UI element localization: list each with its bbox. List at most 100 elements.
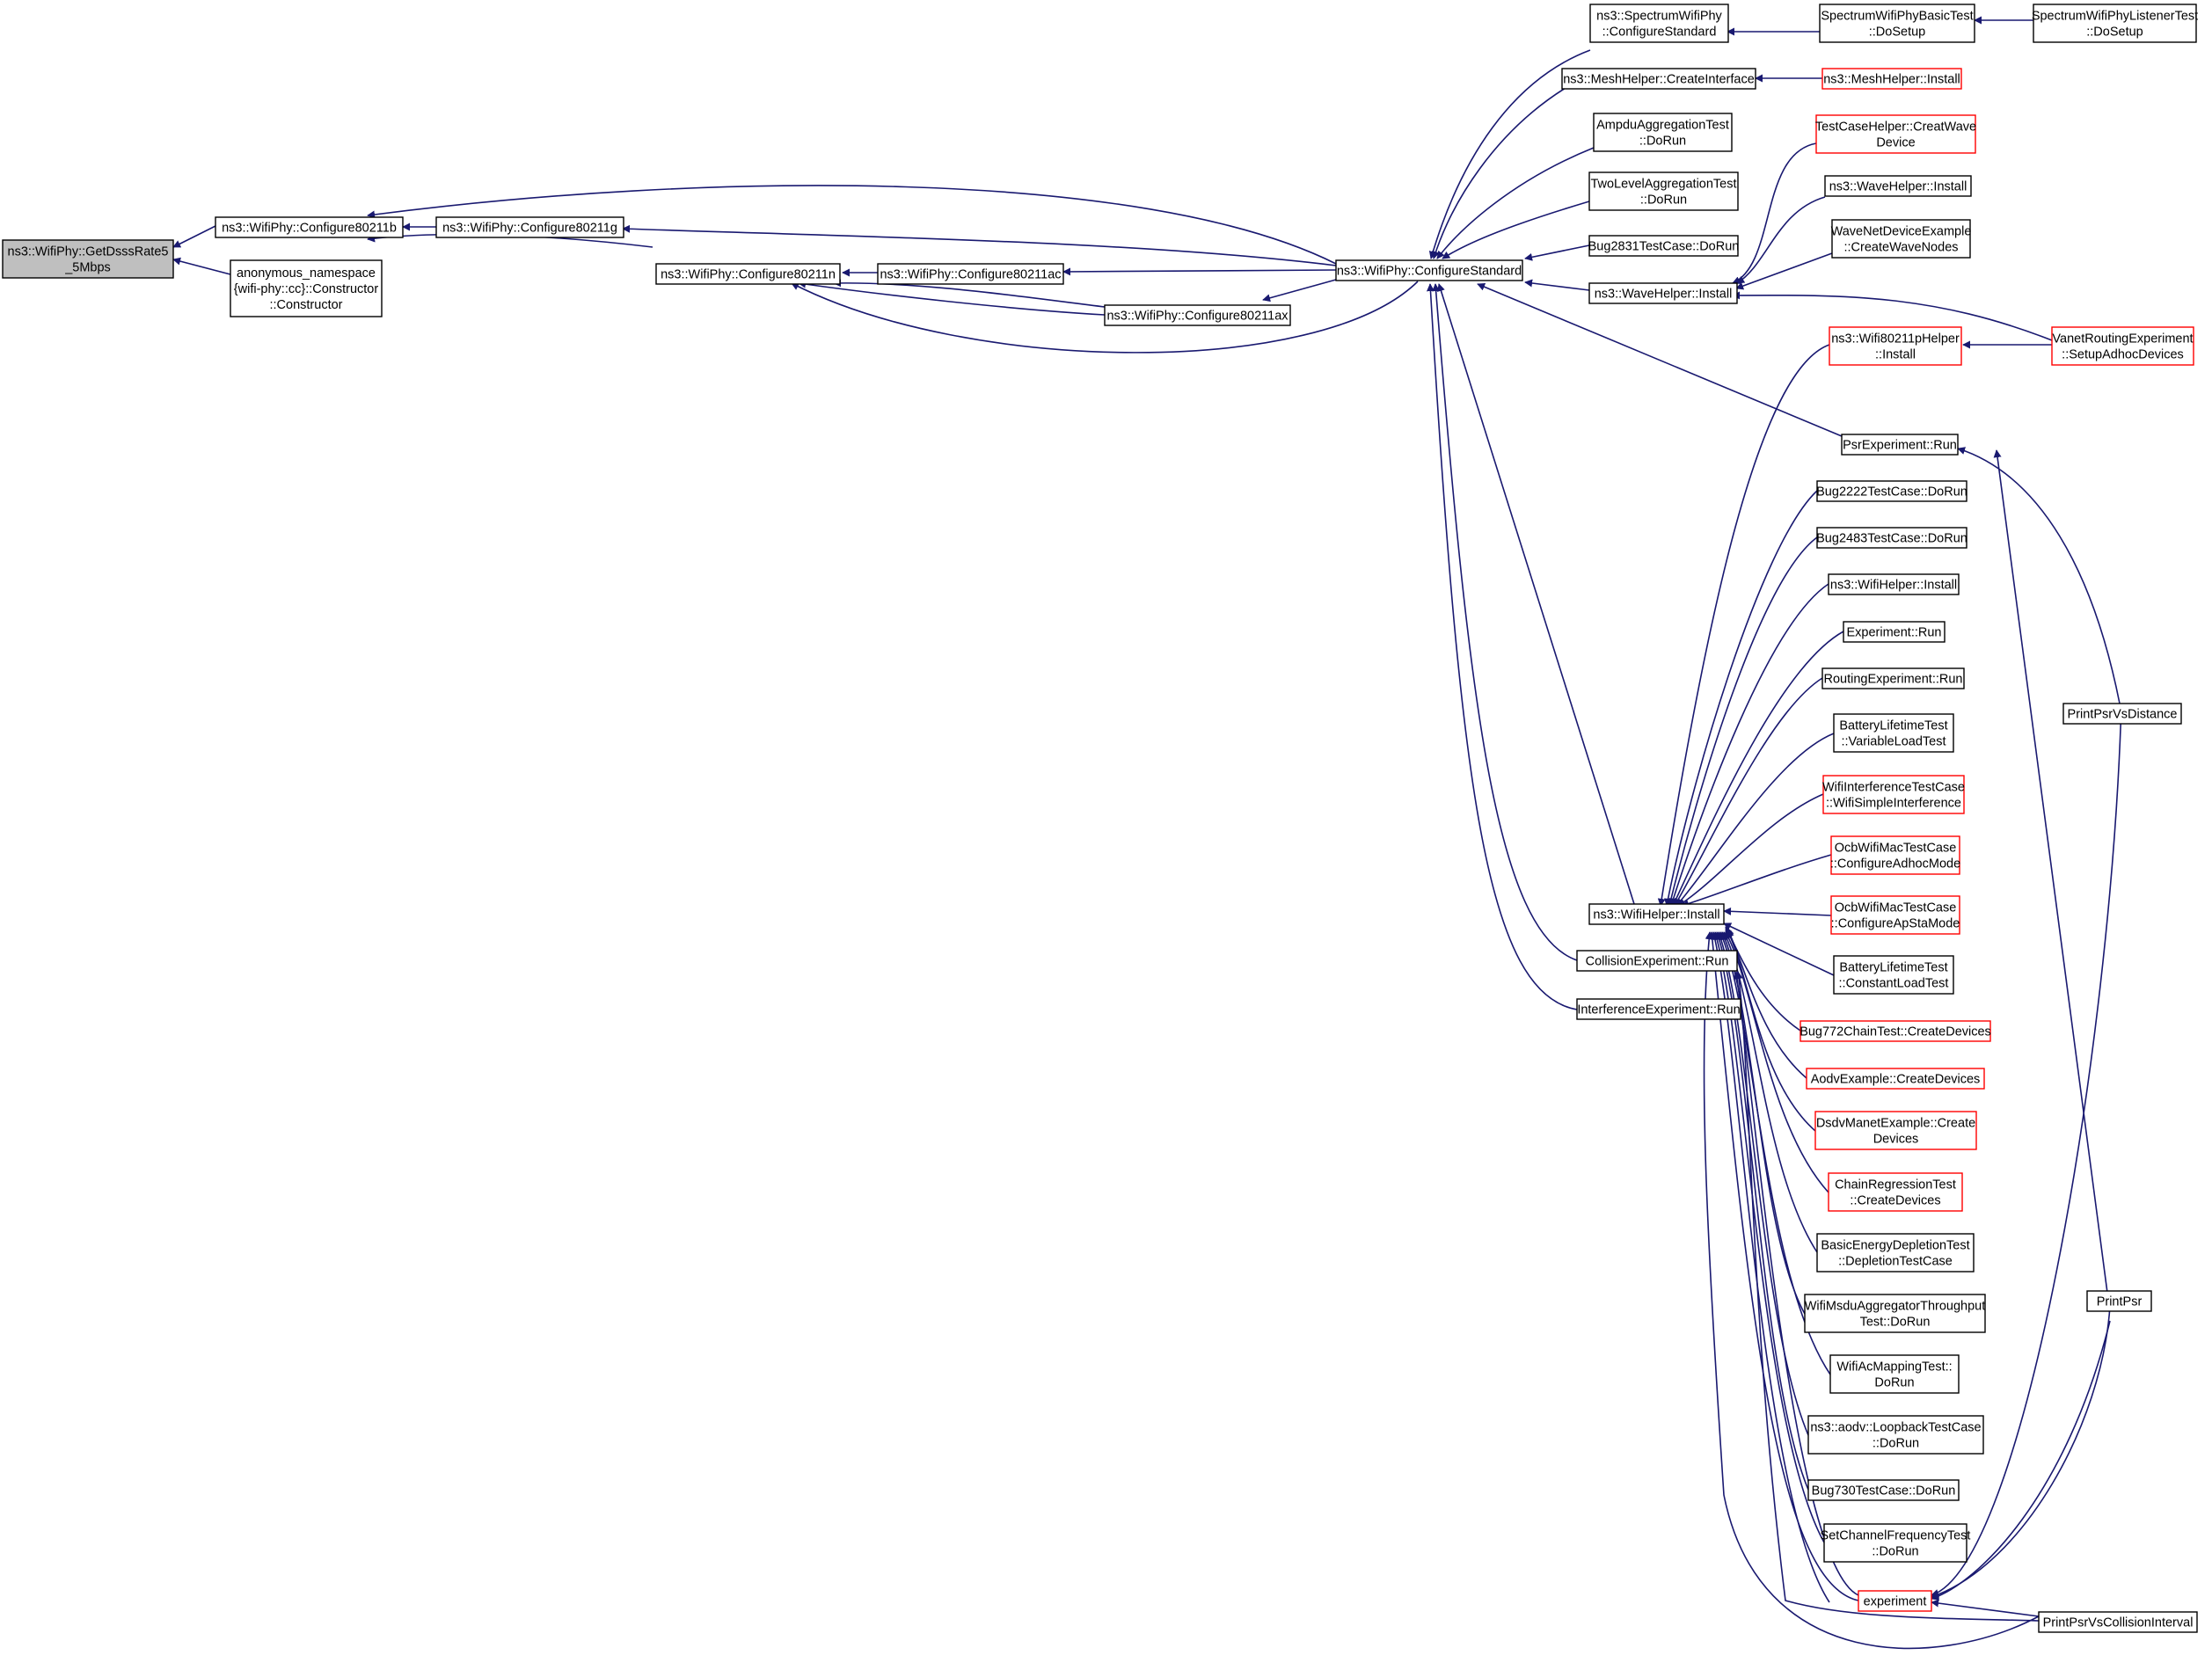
node-box (1593, 113, 1733, 152)
node-label: OcbWifiMacTestCase (1835, 842, 1957, 856)
graph-node[interactable]: BatteryLifetimeTest::ConstantLoadTest (1833, 955, 1954, 995)
graph-node[interactable]: WifiInterferenceTestCase::WifiSimpleInte… (1822, 775, 1965, 814)
graph-node[interactable]: Experiment::Run (1843, 621, 1946, 643)
graph-node[interactable]: AodvExample::CreateDevices (1806, 1068, 1985, 1090)
graph-node[interactable]: ns3::WifiPhy::Configure80211n (655, 263, 841, 285)
graph-node[interactable]: ns3::WifiPhy::Configure80211ax (1104, 304, 1291, 326)
node-box (1822, 775, 1965, 814)
node-box (1843, 621, 1946, 643)
node-box (1104, 304, 1291, 326)
node-label: DsdvManetExample::Create (1816, 1117, 1975, 1131)
graph-node[interactable]: TwoLevelAggregationTest::DoRun (1588, 171, 1739, 211)
node-box (1821, 667, 1965, 689)
graph-node[interactable]: PrintPsrVsCollisionInterval (2038, 1611, 2198, 1633)
node-label: ns3::WifiPhy::Configure80211b (222, 222, 397, 236)
node-label: WifiMsduAggregatorThroughput (1805, 1300, 1986, 1314)
graph-node[interactable]: AmpduAggregationTest::DoRun (1593, 113, 1733, 152)
edge (172, 257, 231, 275)
graph-node[interactable]: ns3::WifiHelper::Install (1828, 573, 1960, 595)
edge (1931, 1599, 2040, 1617)
graph-node[interactable]: experiment (1858, 1590, 1932, 1612)
edge (798, 280, 1106, 316)
edge (367, 185, 1337, 265)
edge (1736, 196, 1826, 284)
graph-node[interactable]: WifiAcMappingTest::DoRun (1829, 1354, 1960, 1394)
node-box (1819, 4, 1975, 43)
graph-node[interactable]: Bug730TestCase::DoRun (1807, 1479, 1960, 1501)
graph-node[interactable]: ns3::WifiPhy::ConfigureStandard (1335, 259, 1523, 281)
graph-node[interactable]: ns3::WifiHelper::Install (1588, 903, 1725, 925)
graph-node[interactable]: Bug2222TestCase::DoRun (1816, 480, 1967, 502)
node-box (1831, 219, 1971, 259)
node-label: Device (1876, 136, 1915, 150)
node-label: ::DoRun (1640, 193, 1687, 208)
edge (1524, 244, 1590, 261)
graph-node[interactable]: anonymous_namespace{wifi-phy::cc}::Const… (230, 259, 383, 317)
graph-node[interactable]: SetChannelFrequencyTest::DoRun (1821, 1523, 1971, 1563)
graph-node[interactable]: DsdvManetExample::CreateDevices (1814, 1111, 1977, 1150)
node-label: ::DoSetup (2086, 26, 2143, 40)
graph-node[interactable]: BasicEnergyDepletionTest::DepletionTestC… (1816, 1233, 1975, 1273)
edge (1677, 793, 1824, 907)
node-box (1800, 1020, 1991, 1042)
graph-node[interactable]: ns3::SpectrumWifiPhy::ConfigureStandard (1589, 4, 1729, 43)
node-label: ::DoSetup (1869, 26, 1926, 40)
edge (1477, 282, 1843, 437)
node-label: SpectrumWifiPhyBasicTest (1821, 10, 1973, 24)
node-box (1830, 895, 1960, 935)
node-label: ::CreateWaveNodes (1843, 241, 1958, 255)
graph-node[interactable]: ns3::WifiPhy::Configure80211ac (877, 263, 1064, 285)
node-label: ::ConfigureAdhocMode (1830, 857, 1960, 871)
node-box (1335, 259, 1523, 281)
node-box (1588, 903, 1725, 925)
graph-node[interactable]: ns3::MeshHelper::Install (1821, 68, 1962, 90)
graph-node[interactable]: OcbWifiMacTestCase::ConfigureAdhocMode (1830, 835, 1960, 875)
graph-node[interactable]: Bug772ChainTest::CreateDevices (1800, 1020, 1991, 1042)
graph-node[interactable]: BatteryLifetimeTest::VariableLoadTest (1833, 713, 1954, 753)
node-label: ns3::WifiPhy::GetDsssRate5 (8, 245, 169, 259)
edge (1957, 447, 2121, 704)
graph-node[interactable]: RoutingExperiment::Run (1821, 667, 1965, 689)
graph-node[interactable]: SpectrumWifiPhyListenerTest::DoSetup (2032, 4, 2198, 43)
call-graph-nodes: ns3::WifiPhy::GetDsssRate5_5Mbpsns3::Wif… (2, 4, 2198, 1633)
graph-node[interactable]: ns3::MeshHelper::CreateInterface (1561, 68, 1756, 90)
graph-node[interactable]: ns3::WifiPhy::Configure80211b (215, 216, 404, 238)
graph-node[interactable]: Bug2483TestCase::DoRun (1816, 527, 1967, 549)
node-label: ::DoRun (1872, 1545, 1918, 1559)
node-label: Experiment::Run (1847, 626, 1942, 640)
graph-node[interactable]: OcbWifiMacTestCase::ConfigureApStaMode (1830, 895, 1960, 935)
graph-node[interactable]: PrintPsr (2086, 1290, 2152, 1312)
graph-node[interactable]: VanetRoutingExperiment::SetupAdhocDevice… (2051, 326, 2194, 366)
graph-node[interactable]: ns3::aodv::LoopbackTestCase::DoRun (1807, 1415, 1984, 1455)
node-label: BatteryLifetimeTest (1839, 719, 1947, 733)
node-box (1814, 1111, 1977, 1150)
graph-node[interactable]: ns3::WifiPhy::Configure80211g (435, 216, 624, 238)
node-box (1823, 1523, 1967, 1563)
edge (1708, 931, 1859, 1601)
graph-node[interactable]: ns3::WifiPhy::GetDsssRate5_5Mbps (2, 239, 174, 279)
node-label: ::Install (1875, 348, 1916, 362)
graph-node[interactable]: PrintPsrVsDistance (2062, 703, 2182, 725)
graph-node[interactable]: SpectrumWifiPhyBasicTest::DoSetup (1819, 4, 1975, 43)
graph-node[interactable]: WaveNetDeviceExample::CreateWaveNodes (1831, 219, 1972, 259)
graph-node[interactable]: ns3::WaveHelper::Install (1588, 282, 1738, 304)
edge (1703, 931, 2040, 1650)
edge (1715, 931, 1809, 1491)
node-box (1830, 835, 1960, 875)
graph-node[interactable]: PsrExperiment::Run (1841, 434, 1959, 456)
graph-node[interactable]: ns3::Wifi80211pHelper::Install (1829, 326, 1962, 366)
node-label: ::SetupAdhocDevices (2062, 348, 2184, 362)
node-box (1824, 175, 1972, 197)
node-label: PrintPsr (2097, 1295, 2143, 1309)
edge (1262, 279, 1337, 303)
node-box (1816, 527, 1967, 549)
node-label: _5Mbps (64, 261, 111, 275)
graph-node[interactable]: ns3::WaveHelper::Install (1824, 175, 1972, 197)
graph-node[interactable]: ChainRegressionTest::CreateDevices (1828, 1172, 1963, 1212)
graph-node[interactable]: CollisionExperiment::Run (1576, 950, 1738, 972)
graph-node[interactable]: InterferenceExperiment::Run (1576, 998, 1741, 1020)
graph-node[interactable]: Bug2831TestCase::DoRun (1588, 235, 1740, 257)
node-box (2062, 703, 2182, 725)
